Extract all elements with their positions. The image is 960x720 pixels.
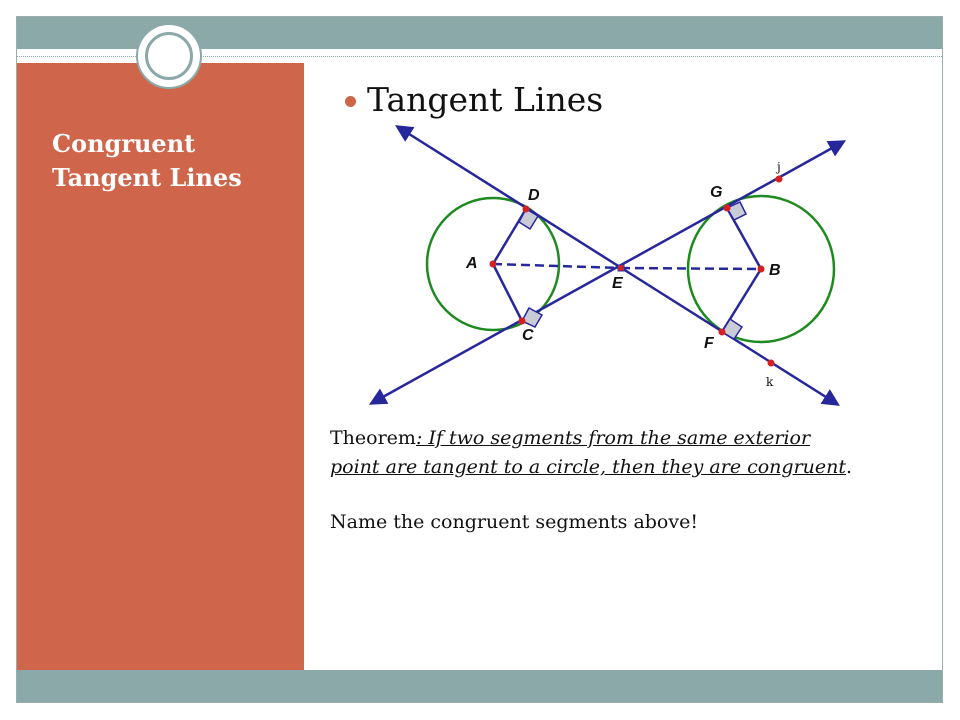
bullet-icon bbox=[345, 96, 356, 107]
segment-ae bbox=[492, 262, 622, 270]
theorem-end: . bbox=[846, 456, 853, 478]
theorem-prefix: Theorem bbox=[330, 427, 416, 449]
point-j bbox=[775, 175, 783, 183]
point-d bbox=[522, 205, 530, 213]
circle-badge-icon bbox=[136, 23, 202, 89]
sidebar-title-line2: Tangent Lines bbox=[52, 163, 242, 192]
label-e: E bbox=[612, 275, 624, 292]
point-b bbox=[757, 265, 765, 273]
point-f bbox=[718, 328, 726, 336]
label-b: B bbox=[769, 262, 781, 279]
label-g: G bbox=[710, 184, 722, 201]
right-angle-f bbox=[720, 317, 744, 341]
label-d: D bbox=[528, 187, 540, 204]
slide-frame bbox=[16, 16, 943, 703]
theorem-line-1: Theorem: If two segments from the same e… bbox=[330, 424, 930, 453]
point-a bbox=[489, 260, 497, 268]
label-c: C bbox=[522, 327, 534, 344]
right-angle-g bbox=[725, 201, 748, 221]
point-c bbox=[518, 317, 526, 325]
label-f: F bbox=[704, 335, 715, 352]
bottom-band bbox=[17, 670, 942, 702]
prompt-text: Name the congruent segments above! bbox=[330, 511, 698, 533]
sidebar-title: Congruent Tangent Lines bbox=[52, 127, 292, 195]
theorem-text: Theorem: If two segments from the same e… bbox=[330, 424, 930, 482]
point-g bbox=[723, 204, 731, 212]
sidebar-title-line1: Congruent bbox=[52, 129, 196, 158]
point-e bbox=[618, 265, 624, 271]
tangent-lines-diagram: A B C D E F G j k bbox=[368, 125, 847, 406]
theorem-statement-part2: point are tangent to a circle, then they… bbox=[330, 456, 847, 478]
right-angle-d bbox=[518, 207, 540, 231]
header-divider bbox=[17, 56, 942, 57]
label-k: k bbox=[766, 375, 774, 389]
point-k bbox=[767, 359, 775, 367]
segment-eb bbox=[620, 266, 762, 271]
theorem-line-2: point are tangent to a circle, then they… bbox=[330, 453, 930, 482]
page-title: Tangent Lines bbox=[367, 80, 604, 119]
circle-badge-ring bbox=[145, 32, 193, 80]
right-angle-c bbox=[520, 306, 544, 328]
label-j: j bbox=[775, 160, 781, 174]
sidebar-panel bbox=[17, 63, 304, 670]
radius-ac bbox=[491, 263, 524, 322]
theorem-statement-part1: : If two segments from the same exterior bbox=[415, 427, 811, 449]
label-a: A bbox=[465, 255, 478, 272]
